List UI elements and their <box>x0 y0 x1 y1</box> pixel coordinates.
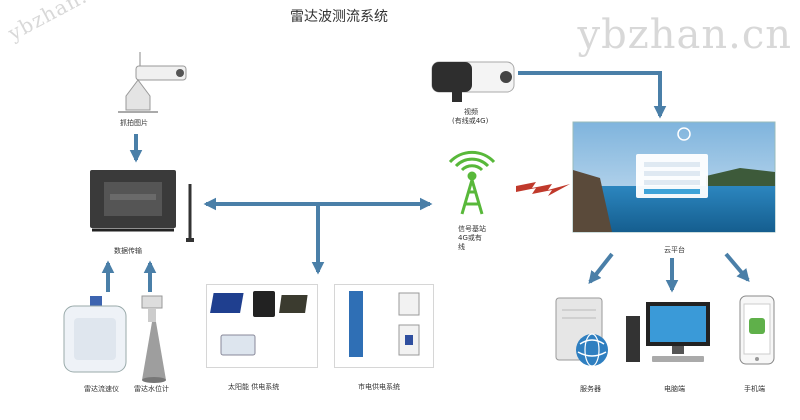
pc-label: 电脑端 <box>664 385 685 393</box>
diagram-title: 雷达波测流系统 <box>290 9 388 25</box>
wireless-lightning-icon <box>516 182 570 196</box>
video-label: 视频 <box>464 108 478 116</box>
power-supply-icon <box>349 291 363 357</box>
server-icon <box>555 297 608 367</box>
cloud-platform-screen <box>572 121 776 233</box>
mobile-label: 手机端 <box>744 385 765 393</box>
watermark-top-right: ybzhan.cn <box>577 12 792 58</box>
signal-label-2: 4G或有 <box>458 234 482 242</box>
signal-tower-icon <box>448 150 496 215</box>
mains-power-label: 市电供电系统 <box>358 383 400 391</box>
charger-icon <box>220 334 256 356</box>
battery-icon <box>253 291 275 317</box>
radar-flow-meter-label: 雷达流速仪 <box>84 385 119 393</box>
desktop-pc-icon <box>626 302 710 362</box>
arrow-cloud-to-mobile <box>724 252 750 282</box>
connector-lines <box>101 71 750 293</box>
controller-icon <box>279 295 308 313</box>
data-transfer-label: 数据传输 <box>114 247 142 255</box>
arrow-cloud-to-server <box>588 252 614 285</box>
video-camera-icon <box>431 61 515 102</box>
radar-level-meter-label: 雷达水位计 <box>134 385 169 393</box>
solar-power-label: 太阳能 供电系统 <box>228 383 280 391</box>
arrow-video-to-cloud <box>518 71 667 119</box>
capture-camera-icon <box>118 52 187 113</box>
capture-image-label: 抓拍图片 <box>120 119 148 127</box>
data-transfer-box-icon <box>90 170 194 242</box>
server-label: 服务器 <box>580 385 601 393</box>
signal-label-3: 线 <box>458 243 465 251</box>
radar-flow-meter-icon <box>63 296 127 373</box>
signal-label-1: 信号基站 <box>458 225 486 233</box>
mains-power-panel <box>334 284 434 368</box>
mobile-phone-icon <box>739 295 775 365</box>
solar-panel-icon <box>210 293 244 313</box>
radar-level-meter-icon <box>141 295 166 383</box>
solar-power-panel <box>206 284 318 368</box>
video-mode-label: (有线或4G) <box>452 117 489 125</box>
breaker-top-icon <box>398 292 420 316</box>
cloud-platform-label: 云平台 <box>664 246 685 254</box>
